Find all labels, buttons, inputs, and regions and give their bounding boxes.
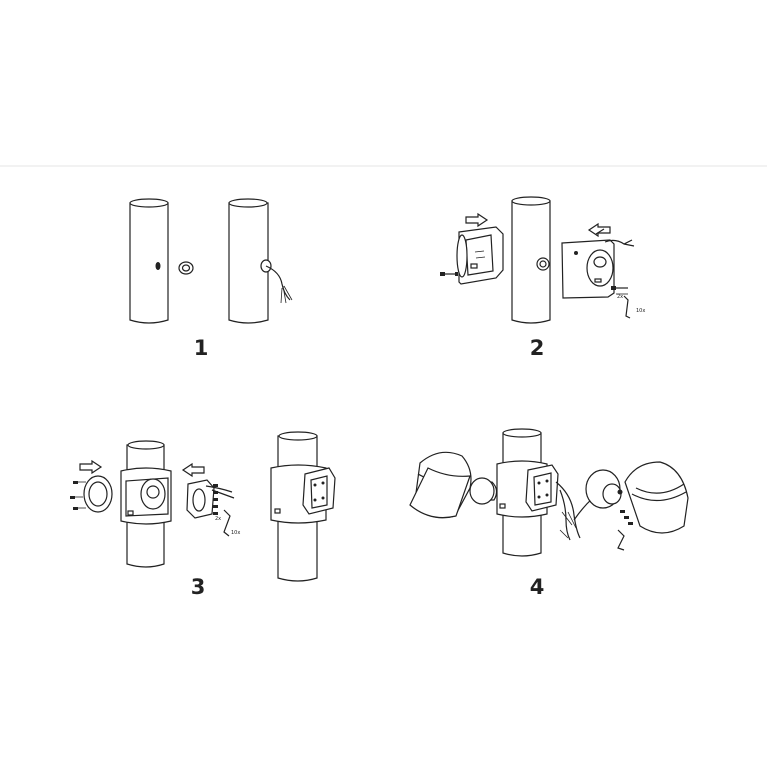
arrow-right — [79, 459, 103, 475]
hex-key — [223, 509, 231, 537]
step-2-number: 2 — [530, 336, 545, 360]
grommet — [536, 257, 550, 271]
hex-key-label: 10x — [636, 308, 645, 314]
step-3: 2x 10x 3 — [70, 431, 336, 599]
screw-count-label: 2x — [617, 294, 623, 300]
step-2: 2x 10x 2 — [440, 196, 645, 360]
assembled-bracket — [496, 460, 559, 518]
grommet — [178, 261, 194, 275]
pole — [511, 196, 551, 324]
step-3-number: 3 — [191, 575, 206, 599]
arrow-left — [587, 222, 611, 238]
cover-plate-left — [83, 475, 113, 513]
back-bracket — [456, 226, 504, 285]
screws-left — [70, 481, 86, 510]
arrow-left — [181, 462, 205, 478]
mounted-bracket-collar — [120, 467, 172, 525]
screw-left — [440, 272, 458, 276]
step-4-number: 4 — [530, 575, 545, 599]
hex-key-label: 10x — [231, 530, 240, 536]
step-4: 4 — [409, 428, 689, 599]
pole-with-hole — [129, 198, 169, 324]
screw-count-label: 2x — [215, 516, 221, 522]
assembled-bracket — [270, 464, 336, 524]
step-1-number: 1 — [194, 336, 209, 360]
cover-plate-right — [186, 479, 235, 519]
hex-key — [617, 529, 625, 551]
floodlight-left — [409, 451, 498, 519]
step-1: 1 — [129, 198, 293, 360]
pole-with-cable — [228, 198, 293, 324]
screws-right — [213, 484, 218, 515]
screw-right — [611, 286, 628, 295]
screws — [620, 510, 633, 525]
floodlight-right-head — [624, 461, 689, 534]
hex-key — [623, 295, 631, 319]
arrow-right — [465, 212, 489, 228]
front-bracket — [561, 228, 635, 299]
floodlight-right-base — [585, 469, 623, 509]
